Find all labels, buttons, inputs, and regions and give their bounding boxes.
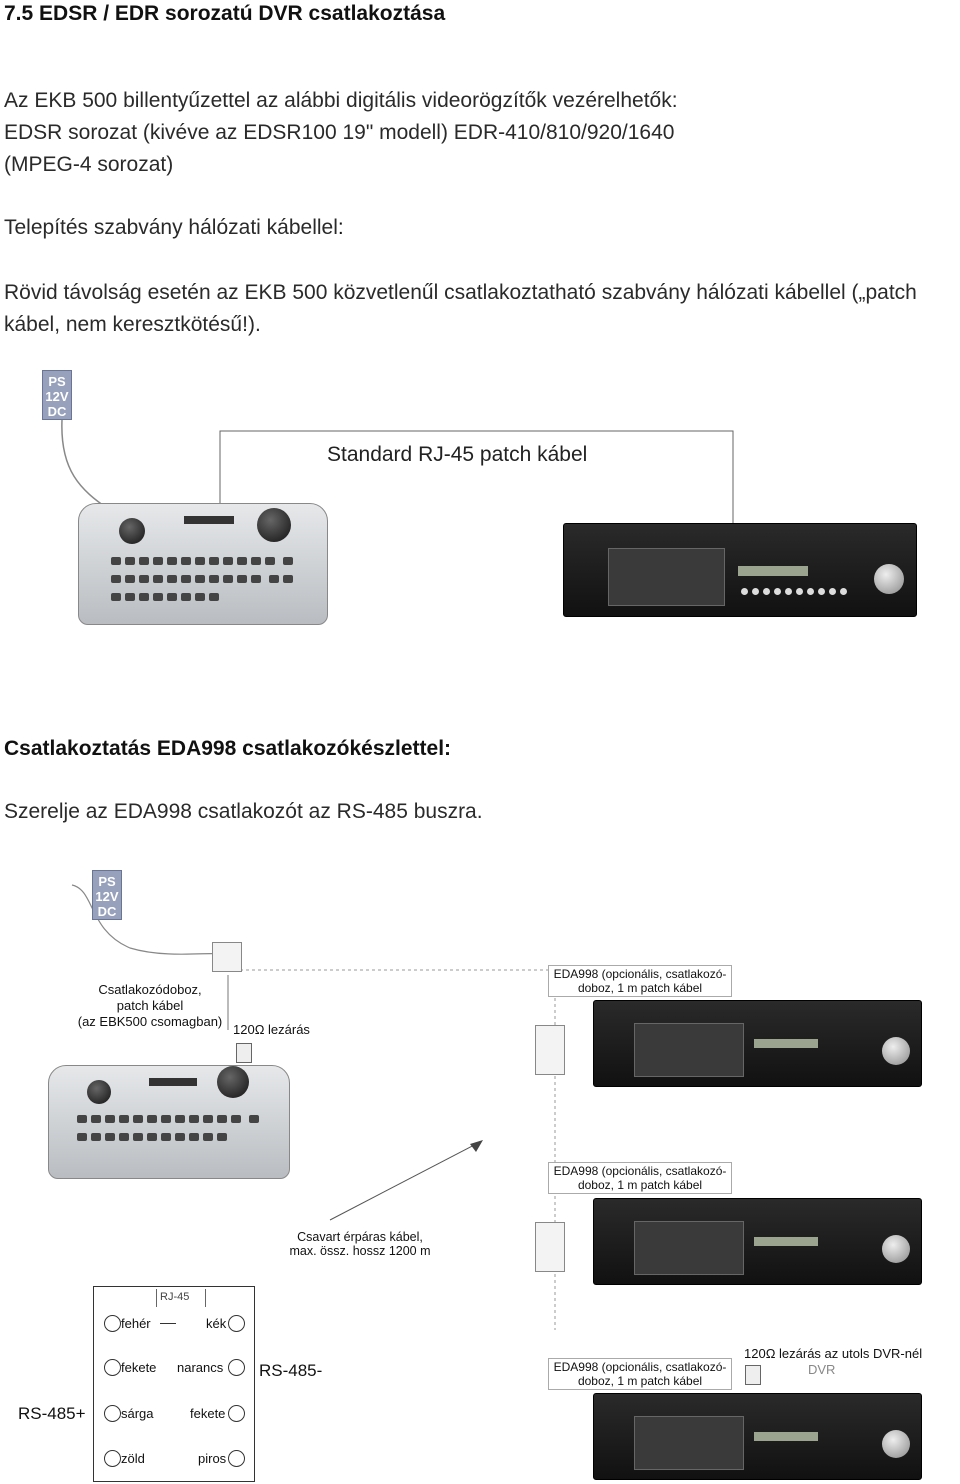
intro-line-1: Az EKB 500 billentyűzettel az alábbi dig…	[4, 89, 678, 112]
pin-black2-label: fekete	[190, 1406, 226, 1421]
eda2-line-1: EDA998 (opcionális, csatlakozó-	[553, 1164, 727, 1178]
dvr3-panel-icon	[634, 1416, 744, 1470]
joystick-icon	[257, 508, 291, 542]
junction-box-icon	[212, 942, 242, 972]
section2-title: Csatlakoztatás EDA998 csatlakozókészlett…	[4, 737, 452, 760]
keyboard-controller-icon	[78, 503, 328, 625]
keyboard-logo-icon	[184, 516, 234, 524]
rj45-divider	[160, 1323, 176, 1324]
pin-blue-label: kék	[206, 1316, 227, 1331]
pin-green-label: zöld	[121, 1451, 145, 1466]
keyboard2-knob-icon	[87, 1080, 111, 1104]
last-termination-resistor-icon	[745, 1365, 761, 1385]
dvr-recorder-icon-2	[593, 1198, 922, 1285]
dvr2-display-icon	[754, 1237, 818, 1246]
section1-title-text: Telepítés szabvány hálózati kábellel	[4, 216, 338, 239]
pin-black2-icon	[228, 1405, 245, 1422]
dvr2-jog-icon	[882, 1235, 910, 1263]
intro-line-3: (MPEG-4 sorozat)	[4, 153, 174, 176]
pin-red-label: piros	[198, 1451, 227, 1466]
pin-black1-label: fekete	[121, 1360, 157, 1375]
keyboard2-buttons-icon	[75, 1112, 275, 1148]
pin-orange-icon	[228, 1359, 245, 1376]
dvr1-jog-icon	[882, 1037, 910, 1065]
keyboard-buttons-icon	[109, 554, 309, 608]
section1-text-line-1: Rövid távolság esetén az EKB 500 közvetl…	[4, 281, 917, 304]
diagram2-wires	[71, 884, 560, 1330]
dvr2-panel-icon	[634, 1221, 744, 1275]
ps2-label-2: 12V	[95, 889, 119, 904]
eda3-line-2: doboz, 1 m patch kábel	[577, 1374, 703, 1388]
eda3-line-1: EDA998 (opcionális, csatlakozó-	[553, 1360, 727, 1374]
dvr-jog-icon	[874, 564, 904, 594]
power-supply-icon: PS 12V DC	[42, 370, 72, 420]
pin-yellow-icon	[104, 1405, 121, 1422]
junction-label-1: Csatlakozódoboz,	[98, 982, 202, 997]
twisted-pair-label: Csavart érpáras kábel, max. össz. hossz …	[270, 1230, 450, 1258]
section2-text: Szerelje az EDA998 csatlakozót az RS-485…	[4, 800, 483, 823]
dvr-recorder-icon-1	[593, 1000, 922, 1087]
pin-green-icon	[104, 1450, 121, 1467]
dvr-text-label: DVR	[808, 1362, 836, 1377]
joystick-icon-2	[217, 1066, 249, 1098]
pin-orange-label: narancs	[177, 1360, 224, 1375]
cable-label: Standard RJ-45 patch kábel	[327, 443, 588, 466]
eda2-line-2: doboz, 1 m patch kábel	[577, 1178, 703, 1192]
keyboard-controller-icon-2	[48, 1065, 290, 1179]
eda-label-3: EDA998 (opcionális, csatlakozó- doboz, 1…	[548, 1358, 732, 1390]
dvr1-display-icon	[754, 1039, 818, 1048]
pin-yellow-label: sárga	[121, 1406, 154, 1421]
termination-label: 120Ω lezárás	[233, 1022, 310, 1037]
pin-black1-icon	[104, 1359, 121, 1376]
dvr3-display-icon	[754, 1432, 818, 1441]
ps-label-2: 12V	[45, 389, 69, 404]
keyboard-knob-icon	[119, 518, 145, 544]
rj45-pinout-box: RJ-45 fehér kék fekete narancs sárga fek…	[93, 1286, 255, 1482]
dvr1-panel-icon	[634, 1023, 744, 1077]
dvr3-jog-icon	[882, 1430, 910, 1458]
section1-title-colon: :	[337, 216, 344, 239]
twisted-line-1: Csavart érpáras kábel,	[297, 1230, 423, 1244]
rs485-plus-label: RS-485+	[18, 1404, 86, 1423]
pin-red-icon	[228, 1450, 245, 1467]
eda998-box-icon-1	[535, 1025, 565, 1075]
pin-blue-icon	[228, 1315, 245, 1332]
diagram-rs485-bus: PS 12V DC Csatlakozódoboz, patch kábel (…	[0, 860, 960, 1484]
rs485-minus-label: RS-485-	[259, 1361, 323, 1380]
eda-label-1: EDA998 (opcionális, csatlakozó- doboz, 1…	[548, 965, 732, 997]
page-title: 7.5 EDSR / EDR sorozatú DVR csatlakoztás…	[4, 2, 446, 25]
pin-white-label: fehér	[121, 1316, 151, 1331]
junction-label-3: (az EBK500 csomagban)	[77, 1014, 223, 1029]
ps-label-1: PS	[48, 374, 66, 389]
junction-label-2: patch kábel	[116, 998, 184, 1013]
dvr-buttons-icon	[739, 584, 849, 602]
ps-label-3: DC	[47, 404, 67, 419]
last-termination-label: 120Ω lezárás az utols DVR-nél	[744, 1346, 923, 1361]
eda998-box-icon-2	[535, 1222, 565, 1272]
eda-label-2: EDA998 (opcionális, csatlakozó- doboz, 1…	[548, 1162, 732, 1194]
dvr-recorder-icon-3	[593, 1393, 922, 1480]
power-supply-icon-2: PS 12V DC	[92, 870, 122, 920]
section1-title: Telepítés szabvány hálózati kábellel:	[4, 212, 344, 244]
eda1-line-1: EDA998 (opcionális, csatlakozó-	[553, 967, 727, 981]
twisted-line-2: max. össz. hossz 1200 m	[289, 1244, 431, 1258]
intro-line-2: EDSR sorozat (kivéve az EDSR100 19" mode…	[4, 121, 675, 144]
dvr-recorder-icon	[563, 523, 917, 617]
keyboard2-logo-icon	[149, 1078, 197, 1086]
eda1-line-2: doboz, 1 m patch kábel	[577, 981, 703, 995]
diagram-patch-cable: PS 12V DC Standard RJ-45 patch kábel	[0, 360, 960, 650]
termination-resistor-icon	[236, 1043, 252, 1063]
ps2-label-1: PS	[98, 874, 116, 889]
section1-text-line-2: kábel, nem keresztkötésű!).	[4, 313, 261, 336]
dvr-panel-icon	[608, 548, 725, 606]
junction-label: Csatlakozódoboz, patch kábel (az EBK500 …	[70, 982, 230, 1030]
rj45-title: RJ-45	[160, 1291, 190, 1303]
ps2-label-3: DC	[97, 904, 117, 919]
dvr-display-icon	[738, 566, 808, 576]
rj45-connector-icon	[156, 1289, 206, 1307]
pin-white-icon	[104, 1315, 121, 1332]
